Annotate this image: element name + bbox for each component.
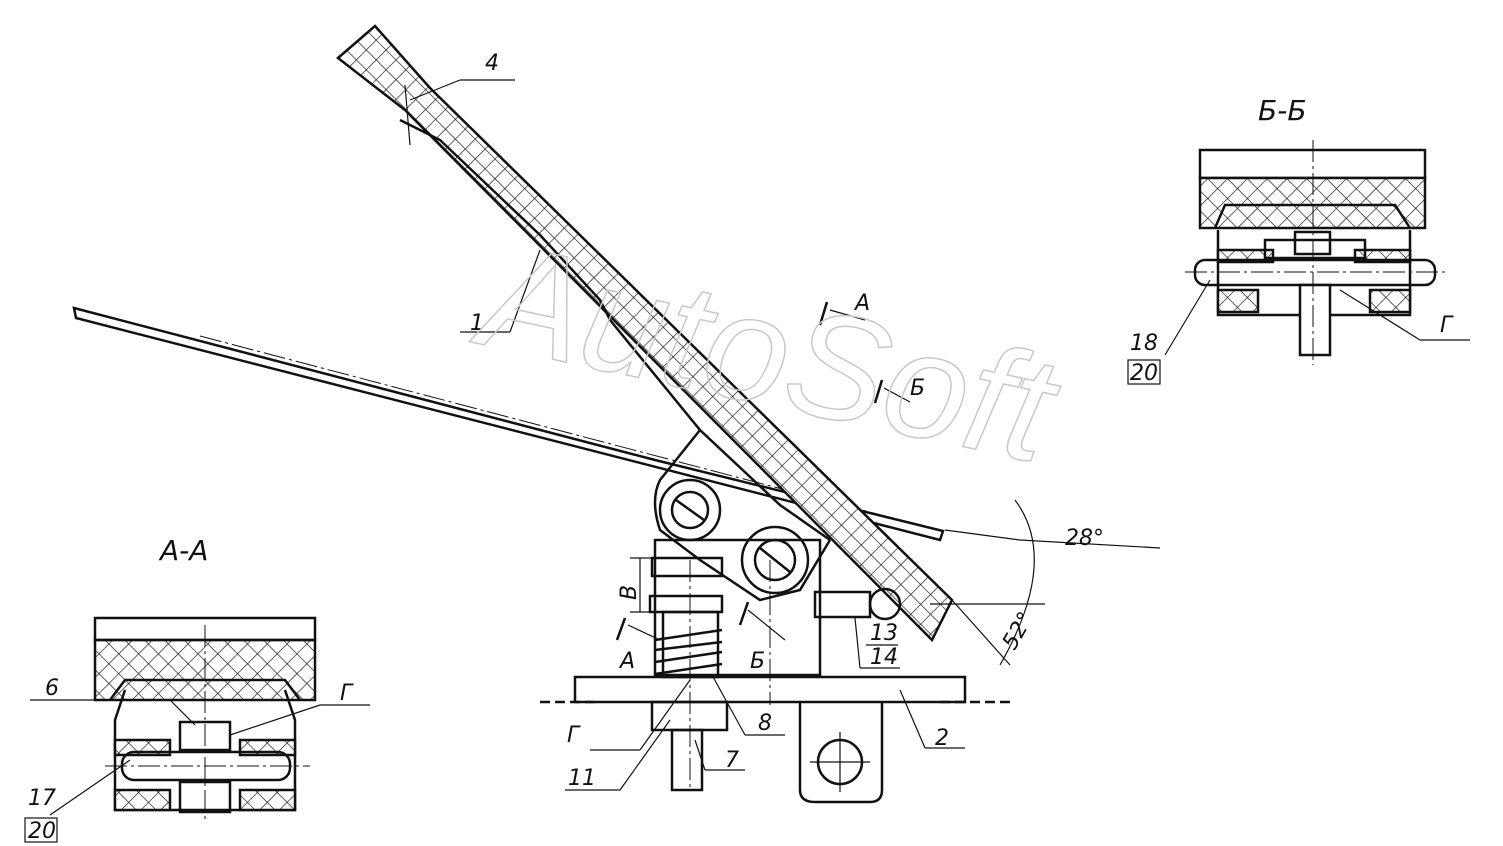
hinge-eye [798, 702, 884, 804]
label-part-8: 8 [758, 711, 772, 736]
stop-bolt [813, 590, 872, 619]
support-bracket [653, 538, 822, 677]
label-bb-20: 20 [1130, 361, 1158, 386]
label-aa-20: 20 [28, 819, 56, 844]
section-aa: А-А 6 Г 17 20 [24, 534, 370, 844]
label-part-7: 7 [725, 748, 739, 773]
cut-mark-b-top [873, 379, 884, 404]
lever-bracket [653, 429, 832, 602]
label-bb-g: Г [1440, 313, 1454, 338]
label-part-13: 13 [870, 621, 898, 646]
cut-mark-a-top [818, 301, 829, 326]
label-cut-b-bottom: Б [750, 649, 765, 674]
base-plate [573, 675, 967, 704]
label-cut-a-bottom: А [618, 649, 635, 674]
cut-mark-a-bottom [615, 617, 627, 641]
label-cut-b-top: Б [910, 376, 925, 401]
title-section-aa: А-А [158, 534, 208, 567]
label-part-2: 2 [935, 726, 949, 751]
spring [654, 628, 723, 676]
adjusting-bolt [670, 728, 704, 792]
label-part-14: 14 [870, 645, 898, 670]
label-part-1: 1 [470, 311, 484, 336]
lower-roller [740, 525, 810, 595]
label-g-main: Г [567, 723, 581, 748]
label-aa-g: Г [340, 681, 354, 706]
label-aa-6: 6 [45, 676, 59, 701]
label-gap-v: В [617, 585, 642, 600]
label-aa-17: 17 [28, 786, 56, 811]
angle-arc [999, 499, 1035, 666]
section-bb: Б-Б 18 20 Г [1127, 94, 1470, 386]
bb-lever [1213, 203, 1412, 229]
main-view: 4 1 А Б 28° 52° В А Б 13 14 2 8 7 11 Г [72, 24, 1161, 804]
label-part-4: 4 [485, 51, 499, 76]
pedal-lever [399, 118, 831, 542]
stop-ball [868, 587, 902, 621]
label-angle-52: 52° [998, 608, 1039, 654]
title-section-bb: Б-Б [1258, 94, 1307, 127]
floor-plate [72, 306, 945, 542]
label-part-11: 11 [568, 766, 596, 791]
label-cut-a-top: А [853, 291, 870, 316]
label-bb-18: 18 [1130, 331, 1158, 356]
cut-mark-b-bottom [738, 601, 750, 626]
label-angle-28: 28° [1065, 526, 1104, 551]
